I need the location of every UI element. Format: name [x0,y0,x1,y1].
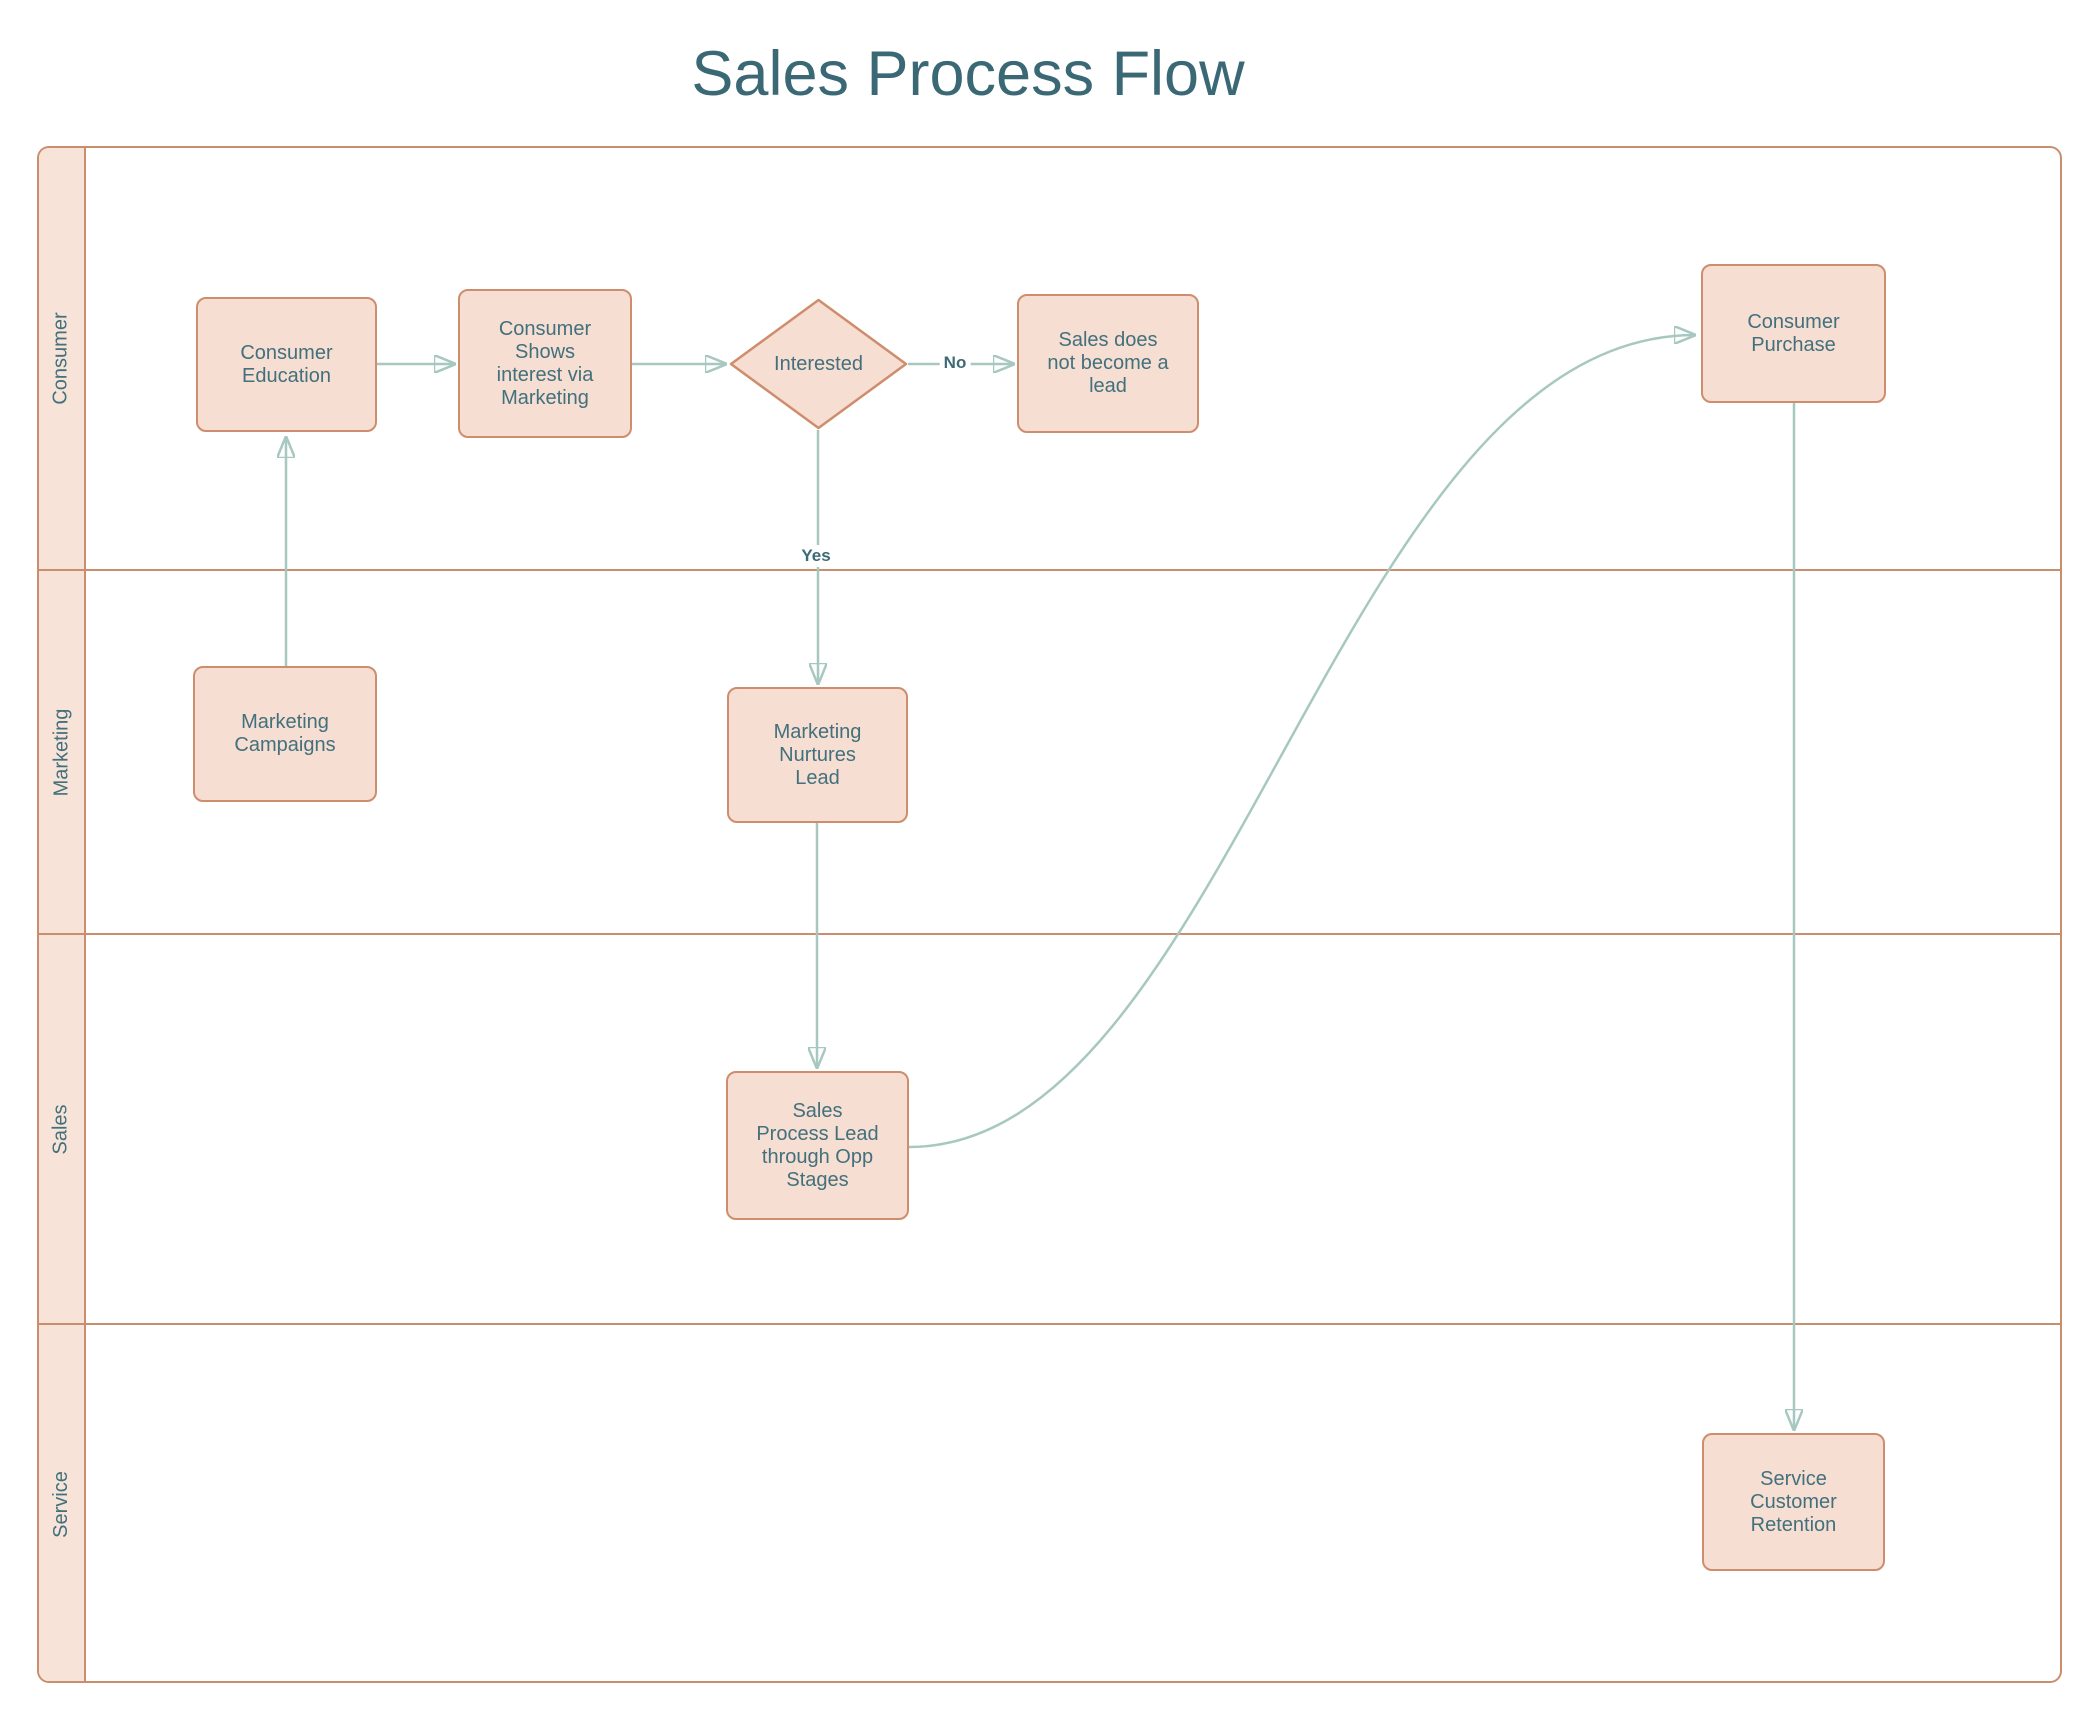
lane-label-sales: Sales [50,1103,72,1155]
node-sales-not-lead[interactable]: Sales does not become a lead [1017,294,1199,433]
decision-diamond-shape [729,298,908,430]
lane-label-consumer: Consumer [50,312,73,405]
node-service-customer-retention[interactable]: Service Customer Retention [1702,1433,1885,1571]
node-interested-label: Interested [774,352,863,375]
lane-consumer: Consumer [39,148,2060,569]
node-marketing-campaigns[interactable]: Marketing Campaigns [193,666,377,802]
edge-label-yes: Yes [797,545,835,567]
node-consumer-shows-interest[interactable]: Consumer Shows interest via Marketing [458,289,632,438]
node-consumer-purchase[interactable]: Consumer Purchase [1701,264,1886,403]
diagram-title: Sales Process Flow [691,39,1245,109]
node-marketing-nurtures-lead[interactable]: Marketing Nurtures Lead [727,687,908,823]
lane-header-consumer[interactable]: Consumer [39,148,86,569]
edge-label-no: No [939,352,971,374]
node-sales-process-lead[interactable]: Sales Process Lead through Opp Stages [726,1071,909,1220]
lane-label-service: Service [50,1470,73,1538]
lane-header-marketing[interactable]: Marketing [39,571,86,933]
node-interested[interactable]: Interested [729,298,908,430]
lane-service: Service [39,1323,2060,1681]
lane-label-marketing: Marketing [50,708,72,796]
lane-header-service[interactable]: Service [39,1325,86,1681]
lane-header-sales[interactable]: Sales [39,935,86,1323]
node-consumer-education[interactable]: Consumer Education [196,297,377,432]
lane-sales: Sales [39,933,2060,1323]
